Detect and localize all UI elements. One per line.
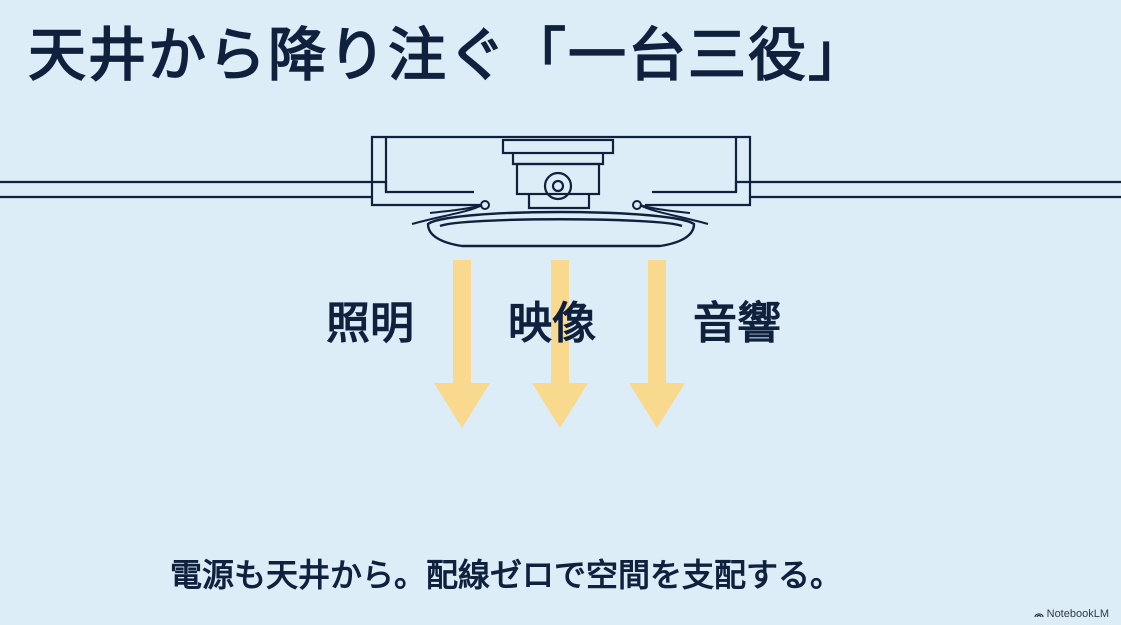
- label-audio: 音響: [693, 298, 781, 349]
- ceiling-line-right: [645, 180, 1121, 207]
- label-lighting: 照明: [326, 298, 414, 349]
- mounting-clips: [411, 200, 709, 225]
- ceiling-line-left: [0, 180, 480, 207]
- arrow-video: [532, 260, 588, 428]
- label-video: 映像: [508, 298, 596, 349]
- slide-title: 天井から降り注ぐ「一台三役」: [28, 21, 869, 89]
- watermark: NotebookLM: [1034, 608, 1109, 620]
- notebooklm-logo-icon: [1034, 612, 1044, 617]
- caption: 電源も天井から。配線ゼロで空間を支配する。: [170, 556, 843, 594]
- ceiling-housing: [370, 135, 752, 210]
- watermark-text: NotebookLM: [1046, 608, 1109, 620]
- arrow-group: [434, 260, 685, 428]
- fixture-disc: [426, 210, 696, 248]
- arrow-light: [434, 260, 490, 428]
- arrow-audio: [629, 260, 685, 428]
